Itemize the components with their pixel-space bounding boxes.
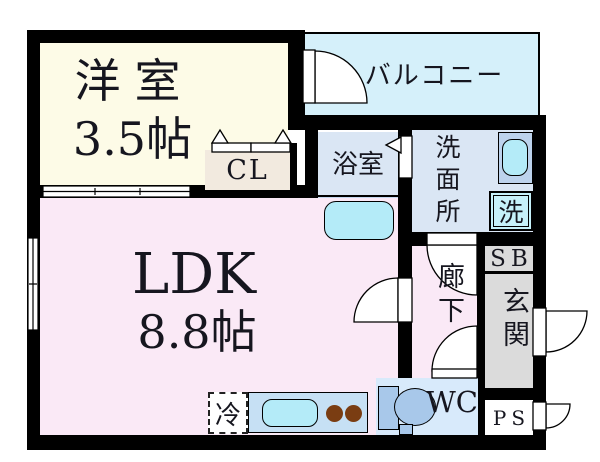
wall-entrance-bottom xyxy=(477,388,546,400)
wall-left xyxy=(27,30,40,450)
toilet-step xyxy=(399,424,413,435)
bathroom-label: 浴室 xyxy=(331,150,384,180)
wall-right xyxy=(533,115,546,435)
wc-label: WC xyxy=(426,384,478,419)
washing-machine xyxy=(489,191,533,231)
washroom-label: 洗面所 xyxy=(432,134,461,230)
wall-sb-divider xyxy=(485,271,533,274)
shoe-box-label: SB xyxy=(490,245,533,272)
room-pipe-space xyxy=(485,400,533,435)
wall-hallway-left xyxy=(398,232,412,378)
wall-western-right xyxy=(288,30,305,130)
closet-label: CL xyxy=(226,155,269,186)
entrance-label: 玄関 xyxy=(498,287,529,353)
wall-hallway-right xyxy=(477,246,485,437)
refrigerator-label: 冷 xyxy=(214,400,241,431)
western-room-area: 3.5帖 xyxy=(72,112,193,166)
vanity-sink xyxy=(502,139,528,176)
stove-burner-right xyxy=(345,405,362,422)
wall-balcony-bottom xyxy=(288,115,546,130)
balcony-label: バルコニー xyxy=(364,60,505,91)
washing-machine-inner-frame xyxy=(493,195,529,227)
ldk-label: LDK xyxy=(132,241,256,307)
wall-balcony-top-line xyxy=(305,32,540,34)
washing-machine-label: 洗 xyxy=(498,198,524,227)
entrance-door-swing xyxy=(545,310,588,353)
wall-balcony-right-line xyxy=(538,32,540,115)
wall-washroom-bottom xyxy=(398,232,546,246)
refrigerator-space xyxy=(208,392,248,434)
wall-top xyxy=(27,30,305,43)
ldk-area: 8.8帖 xyxy=(137,305,257,359)
ps-door-swing xyxy=(545,403,571,429)
toilet-bowl xyxy=(394,388,436,426)
hallway-label: 廊下 xyxy=(433,262,464,330)
western-room-label: 洋室 xyxy=(74,54,195,108)
stove-burner-left xyxy=(326,405,343,422)
room-entrance xyxy=(485,274,533,388)
bathtub xyxy=(324,201,394,240)
wall-bath-right xyxy=(398,130,412,246)
kitchen-sink xyxy=(262,399,318,427)
pipe-space-label: PS xyxy=(492,406,531,430)
room-shoe-box xyxy=(485,246,533,271)
room-closet xyxy=(205,150,290,190)
